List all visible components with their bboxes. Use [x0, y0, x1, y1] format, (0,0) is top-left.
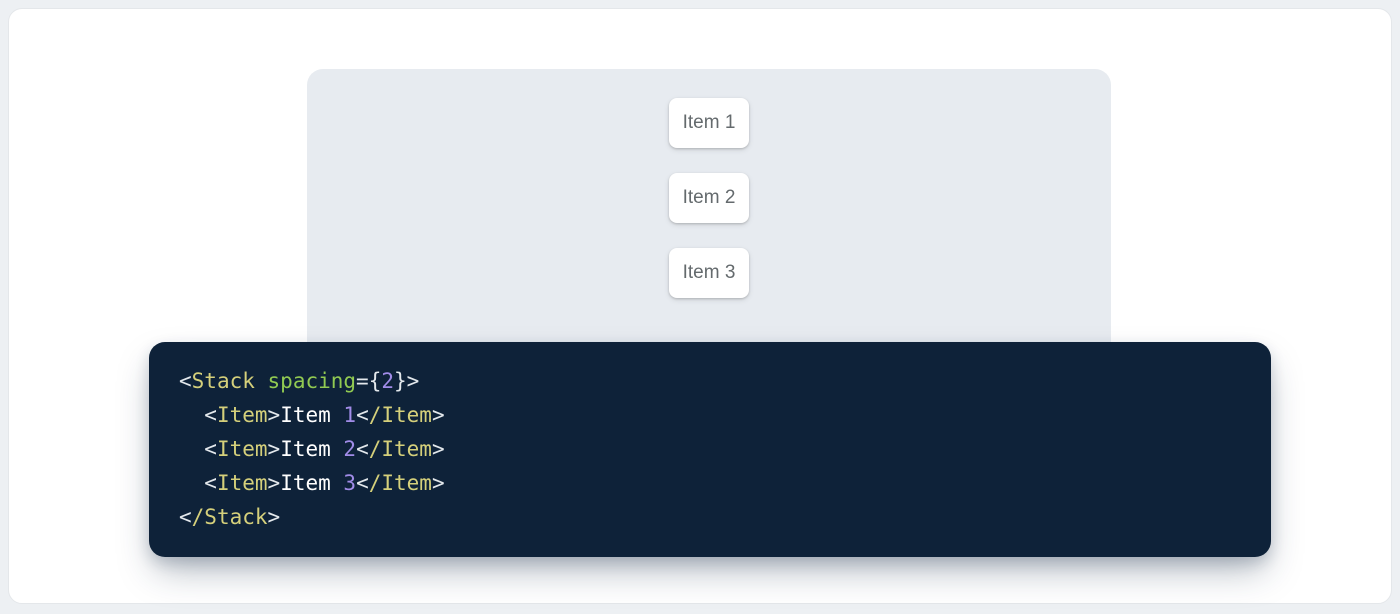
code-token-num: 1 — [343, 403, 357, 427]
code-token-punc: > — [267, 437, 281, 461]
code-line: <Item>Item 3</Item> — [179, 466, 1241, 500]
code-token-text: Item — [280, 403, 344, 427]
code-token-text — [255, 369, 268, 393]
code-token-tag: Stack — [191, 369, 255, 393]
code-token-punc: > — [267, 471, 281, 495]
code-token-punc: < — [204, 471, 217, 495]
stack-demo-panel: Item 1 Item 2 Item 3 — [307, 69, 1111, 369]
code-snippet-block: <Stack spacing={2}> <Item>Item 1</Item> … — [149, 342, 1271, 557]
code-token-punc: < — [179, 369, 192, 393]
code-token-tag: /Item — [368, 437, 432, 461]
code-line: <Item>Item 1</Item> — [179, 398, 1241, 432]
code-token-num: 2 — [343, 437, 357, 461]
code-token-text: Item — [280, 437, 344, 461]
code-token-text — [179, 471, 204, 495]
code-token-tag: Item — [216, 471, 268, 495]
code-token-punc: < — [356, 437, 369, 461]
code-token-num: 3 — [343, 471, 357, 495]
code-line: </Stack> — [179, 500, 1241, 534]
code-token-text — [179, 437, 204, 461]
code-line: <Item>Item 2</Item> — [179, 432, 1241, 466]
code-token-attr: spacing — [267, 369, 357, 393]
code-token-punc: > — [431, 437, 445, 461]
code-token-punc: > — [431, 403, 445, 427]
code-token-tag: Item — [216, 437, 268, 461]
code-token-punc: < — [356, 471, 369, 495]
stack-item-1: Item 1 — [669, 98, 749, 148]
code-token-text — [179, 403, 204, 427]
stack-item-3: Item 3 — [669, 248, 749, 298]
page-card: Item 1 Item 2 Item 3 <Stack spacing={2}>… — [8, 8, 1392, 604]
code-line: <Stack spacing={2}> — [179, 364, 1241, 398]
code-token-punc: > — [431, 471, 445, 495]
code-token-num: 2 — [381, 369, 394, 393]
code-token-tag: Item — [216, 403, 268, 427]
code-token-text: Item — [280, 471, 344, 495]
code-token-tag: /Stack — [191, 505, 268, 529]
code-token-punc: > — [267, 505, 281, 529]
code-token-tag: /Item — [368, 403, 432, 427]
code-token-punc: ={ — [356, 369, 382, 393]
code-token-punc: < — [204, 437, 217, 461]
code-token-punc: < — [204, 403, 217, 427]
stack-item-2: Item 2 — [669, 173, 749, 223]
code-token-punc: }> — [394, 369, 420, 393]
code-token-punc: > — [267, 403, 281, 427]
code-token-tag: /Item — [368, 471, 432, 495]
code-token-punc: < — [356, 403, 369, 427]
code-token-punc: < — [179, 505, 192, 529]
